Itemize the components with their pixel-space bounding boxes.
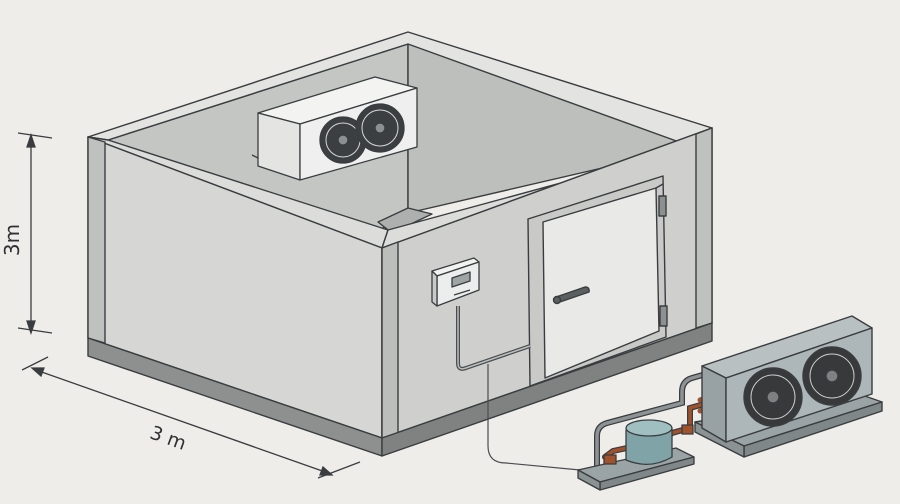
condenser-fan-icon [743, 367, 803, 427]
controller-display [451, 271, 471, 288]
height-label: 3m [0, 224, 24, 256]
door-leaf [542, 187, 660, 379]
width-label: 3 m [147, 422, 189, 455]
evaporator-fan-icon [355, 103, 405, 153]
width-dimension [21, 356, 361, 479]
condenser-fan-icon [802, 346, 862, 406]
outdoor-condensing-unit [694, 315, 883, 458]
evaporator-fan-icon [319, 116, 367, 164]
door-hinge [659, 305, 668, 327]
condenser-side [701, 365, 727, 443]
compressor [577, 419, 695, 491]
compressor-valve [681, 424, 694, 435]
cold-room-enclosure [87, 31, 713, 457]
electrical-conduit [456, 306, 581, 471]
temperature-controller [431, 257, 480, 307]
door-handle-icon [552, 286, 590, 305]
door-hinge [658, 195, 667, 217]
height-dimension [17, 132, 53, 336]
compressor-valve [603, 454, 617, 465]
insulated-door [527, 175, 668, 387]
front-left-edge-frame [87, 136, 106, 344]
base-right [381, 322, 713, 457]
right-edge-frame [695, 127, 713, 329]
corner-post [381, 241, 399, 439]
wall-mounted-evaporator [251, 76, 418, 181]
